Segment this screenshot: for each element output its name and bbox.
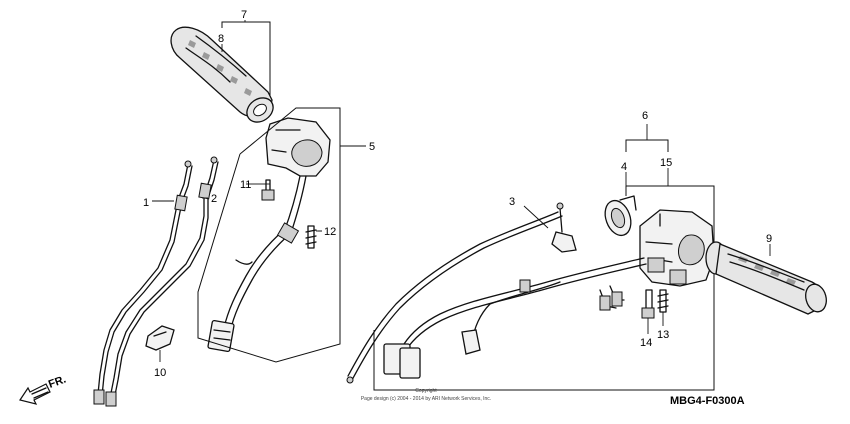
- right-switch-harness[interactable]: [383, 257, 647, 379]
- cable-clamp-10[interactable]: [145, 325, 175, 362]
- front-arrow-icon: FR.: [19, 373, 68, 405]
- screw-12[interactable]: [305, 225, 322, 249]
- diagram-code: MBG4-F0300A: [670, 395, 745, 407]
- callout-5: 5: [369, 141, 375, 153]
- callout-11: 11: [240, 179, 251, 191]
- bracket-5: [197, 107, 341, 363]
- callout-8: 8: [218, 33, 224, 45]
- callout-1: 1: [143, 197, 149, 209]
- screw-11[interactable]: [261, 179, 275, 201]
- throttle-cable-1[interactable]: [93, 160, 193, 405]
- callout-7: 7: [241, 9, 247, 21]
- callout-15: 15: [660, 157, 672, 169]
- copyright-line-2: Page design (c) 2004 - 2014 by ARI Netwo…: [361, 396, 491, 402]
- screw-14[interactable]: [641, 289, 655, 334]
- callout-3: 3: [509, 196, 515, 208]
- callout-2: 2: [211, 193, 217, 205]
- left-switch-harness[interactable]: [207, 222, 300, 353]
- callout-10: 10: [154, 367, 166, 379]
- callout-12: 12: [324, 226, 336, 238]
- callout-9: 9: [766, 233, 772, 245]
- right-grip[interactable]: [705, 241, 829, 315]
- bracket-7: [221, 21, 271, 96]
- callout-14: 14: [640, 337, 652, 349]
- callout-4: 4: [621, 161, 627, 173]
- left-grip[interactable]: [170, 26, 278, 127]
- right-switch-housing[interactable]: [639, 209, 715, 287]
- throttle-cable-2[interactable]: [105, 156, 219, 407]
- part-4-collar[interactable]: [601, 172, 637, 239]
- screw-13[interactable]: [657, 289, 669, 326]
- callout-13: 13: [657, 329, 669, 341]
- left-switch-housing[interactable]: [265, 117, 331, 237]
- cable-3[interactable]: [346, 202, 577, 384]
- copyright-line-1: Copyright: [415, 388, 437, 394]
- bracket-6: [625, 139, 669, 152]
- front-direction-label: FR.: [47, 373, 68, 390]
- callout-6: 6: [642, 110, 648, 122]
